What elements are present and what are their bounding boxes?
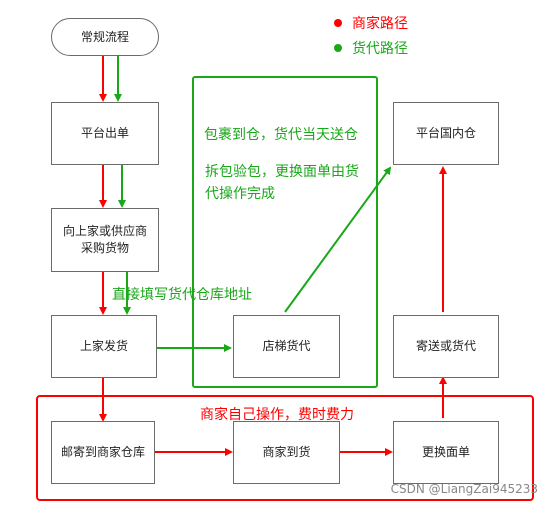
watermark: CSDN @LiangZai945233 <box>390 482 538 496</box>
node-regular-process: 常规流程 <box>51 18 159 56</box>
node-platform-order: 平台出单 <box>51 102 159 165</box>
node-store-agent: 店梯货代 <box>233 315 340 378</box>
agent-route-region <box>192 76 378 388</box>
edge-green-agent-warehouse <box>284 166 392 313</box>
legend-green-dot <box>334 44 342 52</box>
merchant-route-region <box>36 395 534 501</box>
annotation-merchant-self-operate: 商家自己操作，费时费力 <box>200 407 354 423</box>
node-ship-or-agent: 寄送或货代 <box>393 315 499 378</box>
node-purchase-goods: 向上家或供应商采购货物 <box>51 208 159 272</box>
node-domestic-warehouse: 平台国内仓 <box>393 102 499 165</box>
annotation-direct-fill-address: 直接填写货代仓库地址 <box>112 287 252 303</box>
annotation-package-to-warehouse: 包裹到仓，货代当天送仓 <box>204 127 358 143</box>
legend-merchant-label: 商家路径 <box>352 16 408 32</box>
node-merchant-receive: 商家到货 <box>233 421 340 484</box>
node-replace-waybill: 更换面单 <box>393 421 499 484</box>
annotation-unpack-inspect: 拆包验包，更换面单由货代操作完成 <box>205 164 359 202</box>
node-supplier-ship: 上家发货 <box>51 315 157 378</box>
legend-agent-route: 货代路径 <box>334 38 408 58</box>
node-mail-to-warehouse: 邮寄到商家仓库 <box>51 421 155 484</box>
legend-merchant-route: 商家路径 <box>334 13 408 33</box>
legend-agent-label: 货代路径 <box>352 41 408 57</box>
legend-red-dot <box>334 19 342 27</box>
